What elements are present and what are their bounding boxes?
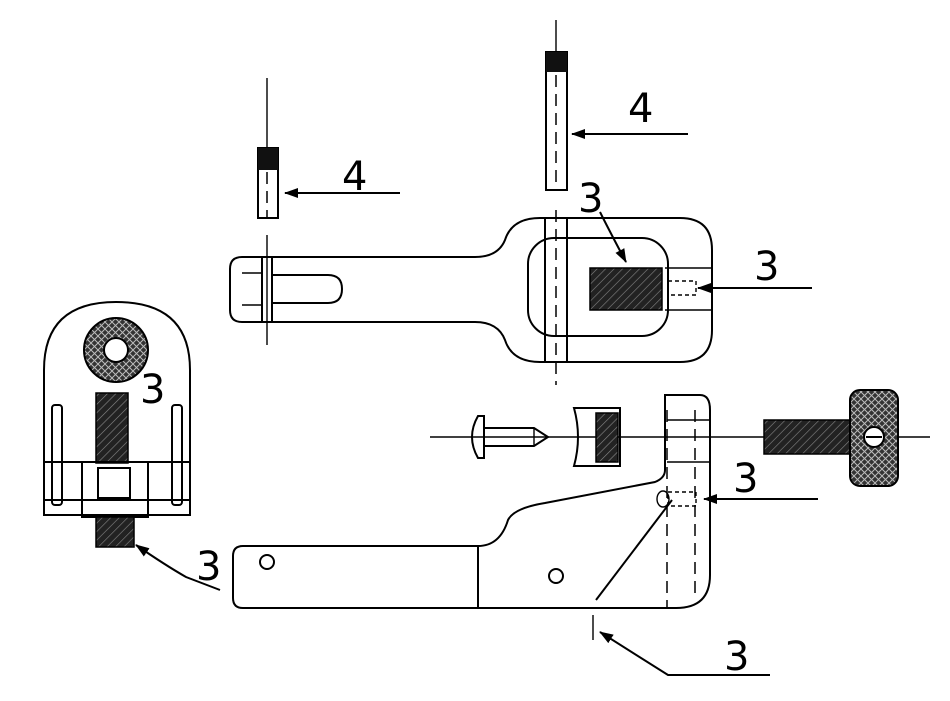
callout-long-pin: 4: [628, 86, 653, 132]
callout-clevis-bore: 3: [754, 244, 779, 290]
callout-front-view-bottom: 3: [196, 544, 221, 590]
leader-lines: [135, 129, 818, 676]
callout-clevis-window: 3: [578, 176, 603, 222]
front-view: [43, 300, 191, 548]
long-pin: [545, 20, 568, 191]
callout-bracket-bore: 3: [733, 456, 758, 502]
screw-assembly: [430, 389, 930, 487]
callout-front-view-top: 3: [140, 367, 165, 413]
callout-small-pin: 4: [342, 154, 367, 200]
small-pin: [257, 78, 279, 219]
bracket-body: [232, 394, 711, 609]
callout-bracket-bottom: 3: [724, 634, 749, 680]
clevis-arm: [229, 210, 713, 385]
